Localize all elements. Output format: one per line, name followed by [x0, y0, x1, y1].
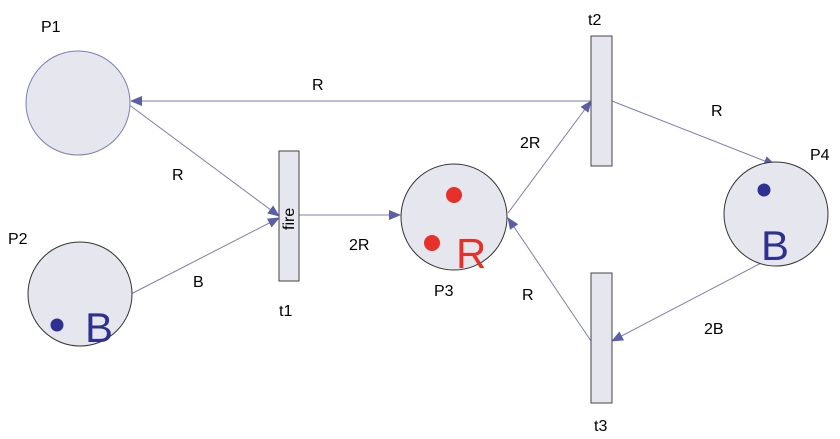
token-label-p4: B — [761, 222, 789, 269]
arc-label-t2-p1: R — [312, 77, 324, 94]
place-label-p1: P1 — [41, 19, 61, 36]
token-p2-blue — [50, 318, 64, 332]
transition-t3 — [590, 272, 613, 404]
arc-p4-t3 — [611, 259, 768, 342]
arc-t2-p4 — [611, 100, 776, 166]
token-label-p3: R — [456, 230, 486, 277]
arc-label-p4-t3: 2B — [704, 321, 724, 338]
place-label-p2: P2 — [8, 231, 28, 248]
place-p4 — [723, 161, 829, 267]
token-label-p2: B — [85, 304, 113, 351]
place-p1 — [25, 50, 131, 156]
place-label-p3: P3 — [434, 283, 454, 300]
transition-inner-label-fire: fire — [281, 208, 298, 230]
arc-label-t2-p4: R — [711, 103, 723, 120]
transition-label-t2: t2 — [588, 12, 601, 29]
arc-label-t3-p3: R — [522, 287, 534, 304]
place-p2 — [27, 241, 133, 347]
arc-t3-p3 — [507, 217, 592, 342]
place-p3 — [400, 163, 508, 271]
transition-label-t3: t3 — [594, 418, 607, 435]
place-label-p4: P4 — [810, 147, 830, 164]
arc-label-p2-t1: B — [193, 274, 204, 291]
token-p3-red-1 — [446, 187, 462, 203]
token-p4-blue — [757, 183, 771, 197]
arc-label-p1-t1: R — [172, 167, 184, 184]
token-p3-red-2 — [424, 235, 440, 251]
arc-p3-t2 — [507, 100, 592, 214]
transition-t1 — [278, 150, 300, 282]
transition-label-t1: t1 — [279, 303, 292, 320]
arc-p1-t1 — [127, 103, 280, 217]
arc-label-t1-p3: 2R — [349, 237, 369, 254]
transition-t2 — [590, 35, 613, 167]
arc-label-p3-t2: 2R — [520, 135, 540, 152]
arc-p2-t1 — [130, 217, 280, 295]
